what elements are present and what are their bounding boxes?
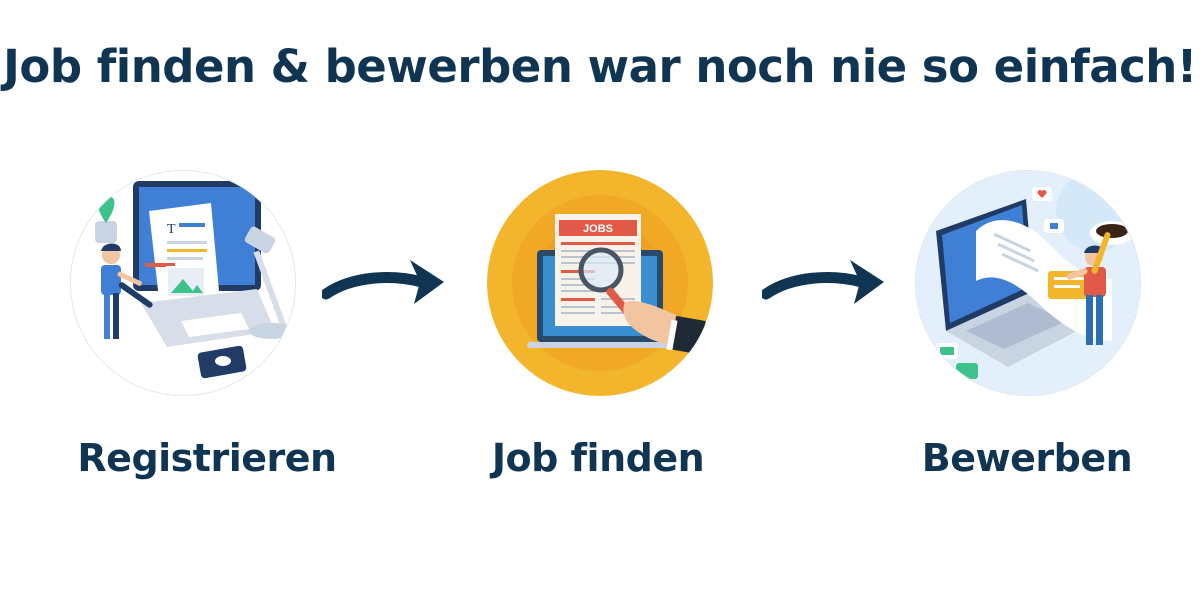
page-title: Job finden & bewerben war noch nie so ei… — [3, 40, 1197, 93]
svg-text:T: T — [167, 222, 176, 237]
job-search-illustration-icon: JOBS — [487, 170, 713, 396]
register-illustration-icon: T — [70, 170, 296, 396]
step-label-registrieren: Registrieren — [77, 436, 337, 480]
step-label-job-finden: Job finden — [491, 436, 705, 480]
arrow-right-icon — [762, 260, 884, 304]
step-label-bewerben: Bewerben — [921, 436, 1133, 480]
arrow-right-icon — [322, 260, 444, 304]
jobs-badge: JOBS — [583, 223, 613, 235]
apply-illustration-icon — [915, 170, 1141, 396]
